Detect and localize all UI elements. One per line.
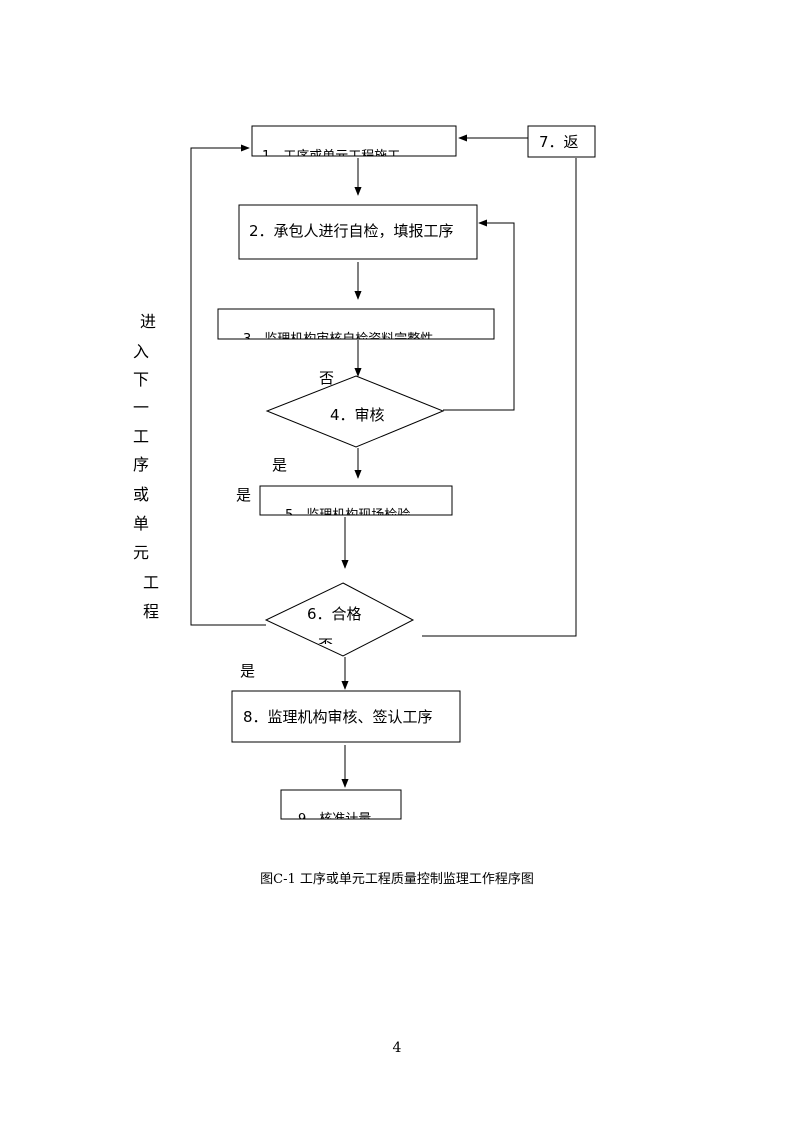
label-no-top: 否 xyxy=(319,369,334,387)
side-char: 一 xyxy=(133,398,149,417)
step4-diamond xyxy=(265,375,445,448)
page-number: 4 xyxy=(392,1040,402,1056)
step8-box xyxy=(231,690,461,743)
side-char: 或 xyxy=(133,485,149,504)
step7-text: 7．返 xyxy=(539,133,579,151)
side-char: 工 xyxy=(143,573,159,592)
step1-text: 1．工序或单元工程施工 xyxy=(262,149,400,164)
label-yes-left-5: 是 xyxy=(236,486,251,504)
step9-text: 9．核准计量 xyxy=(298,812,371,827)
side-char: 下 xyxy=(133,370,149,389)
label-yes-after-qualified: 是 xyxy=(240,662,255,680)
step3-box xyxy=(217,308,495,340)
side-char: 进 xyxy=(140,312,156,331)
step7-box xyxy=(527,125,596,158)
step2-text: 2．承包人进行自检，填报工序 xyxy=(249,222,454,240)
step2-box xyxy=(238,204,478,260)
loop-4-to-2 xyxy=(443,219,515,411)
step4-text: 4．审核 xyxy=(330,406,385,424)
side-char: 元 xyxy=(133,543,149,562)
side-char: 程 xyxy=(143,602,159,621)
step3-text: 3．监理机构审核自检资料完整性 xyxy=(243,332,433,347)
step8-text: 8．监理机构审核、签认工序 xyxy=(243,708,433,726)
side-char: 序 xyxy=(133,455,149,474)
figure-caption: 图C-1 工序或单元工程质量控制监理工作程序图 xyxy=(260,872,534,887)
side-char: 入 xyxy=(133,342,149,361)
side-char: 工 xyxy=(133,427,149,446)
loop-6-to-7 xyxy=(422,158,577,637)
step6-text: 6．合格 xyxy=(307,605,362,623)
side-text: 进 入 下 一 工 序 或 单 元 工 程 xyxy=(133,312,159,621)
loop-6-to-1 xyxy=(190,144,266,626)
side-char: 单 xyxy=(133,514,149,533)
label-yes-after-review: 是 xyxy=(272,456,287,474)
step9-box xyxy=(280,789,402,820)
step5-text: 5．监理机构现场检验 xyxy=(285,507,410,523)
step5-box xyxy=(259,485,453,516)
label-no-partial: 否 xyxy=(318,636,333,654)
step6-diamond xyxy=(264,582,415,657)
step1-box xyxy=(251,125,457,157)
